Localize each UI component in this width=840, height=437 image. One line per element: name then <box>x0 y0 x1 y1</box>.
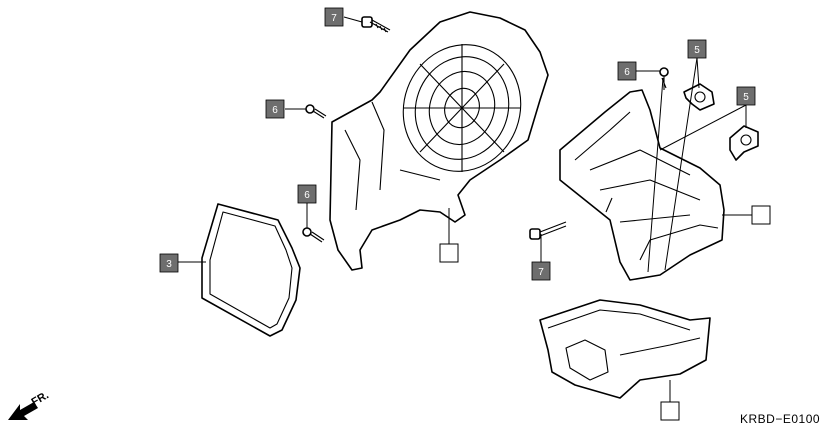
reference-code: KRBD−E0100 <box>740 412 820 426</box>
blank-callout-lower-cover <box>660 401 680 421</box>
blank-callout-air-guide <box>751 205 771 225</box>
callout-6-left-lower: 6 <box>297 184 317 204</box>
callout-6-center: 6 <box>617 61 637 81</box>
svg-text:6: 6 <box>624 67 630 78</box>
callout-7-upper: 7 <box>324 7 344 27</box>
air-guide-part <box>559 89 725 281</box>
leader-lines <box>178 16 752 402</box>
screw-left-upper-part <box>305 104 327 119</box>
svg-text:3: 3 <box>166 259 172 270</box>
svg-text:7: 7 <box>538 267 544 278</box>
svg-text:7: 7 <box>331 13 337 24</box>
callout-5-lower: 5 <box>736 86 756 106</box>
screw-center-part <box>659 67 669 90</box>
bolt-lower-part <box>529 221 567 240</box>
svg-text:5: 5 <box>694 45 700 56</box>
svg-text:5: 5 <box>743 92 749 103</box>
clamp-lower-part <box>729 125 759 161</box>
callout-7-lower: 7 <box>531 261 551 281</box>
bolt-upper-part <box>361 16 391 33</box>
svg-text:FR.: FR. <box>30 389 51 408</box>
lower-cover-part <box>539 299 711 399</box>
clamp-upper-part <box>683 83 715 111</box>
svg-text:6: 6 <box>272 105 278 116</box>
screw-left-lower-part <box>302 227 325 243</box>
fan-cover-part <box>329 11 549 271</box>
svg-text:6: 6 <box>304 190 310 201</box>
callout-5-upper: 5 <box>687 39 707 59</box>
front-arrow-icon: FR. <box>8 389 51 420</box>
blank-callout-fan-cover <box>439 243 459 263</box>
callout-6-left-upper: 6 <box>265 99 285 119</box>
gasket-part <box>201 203 301 337</box>
callout-3-gasket: 3 <box>159 253 179 273</box>
